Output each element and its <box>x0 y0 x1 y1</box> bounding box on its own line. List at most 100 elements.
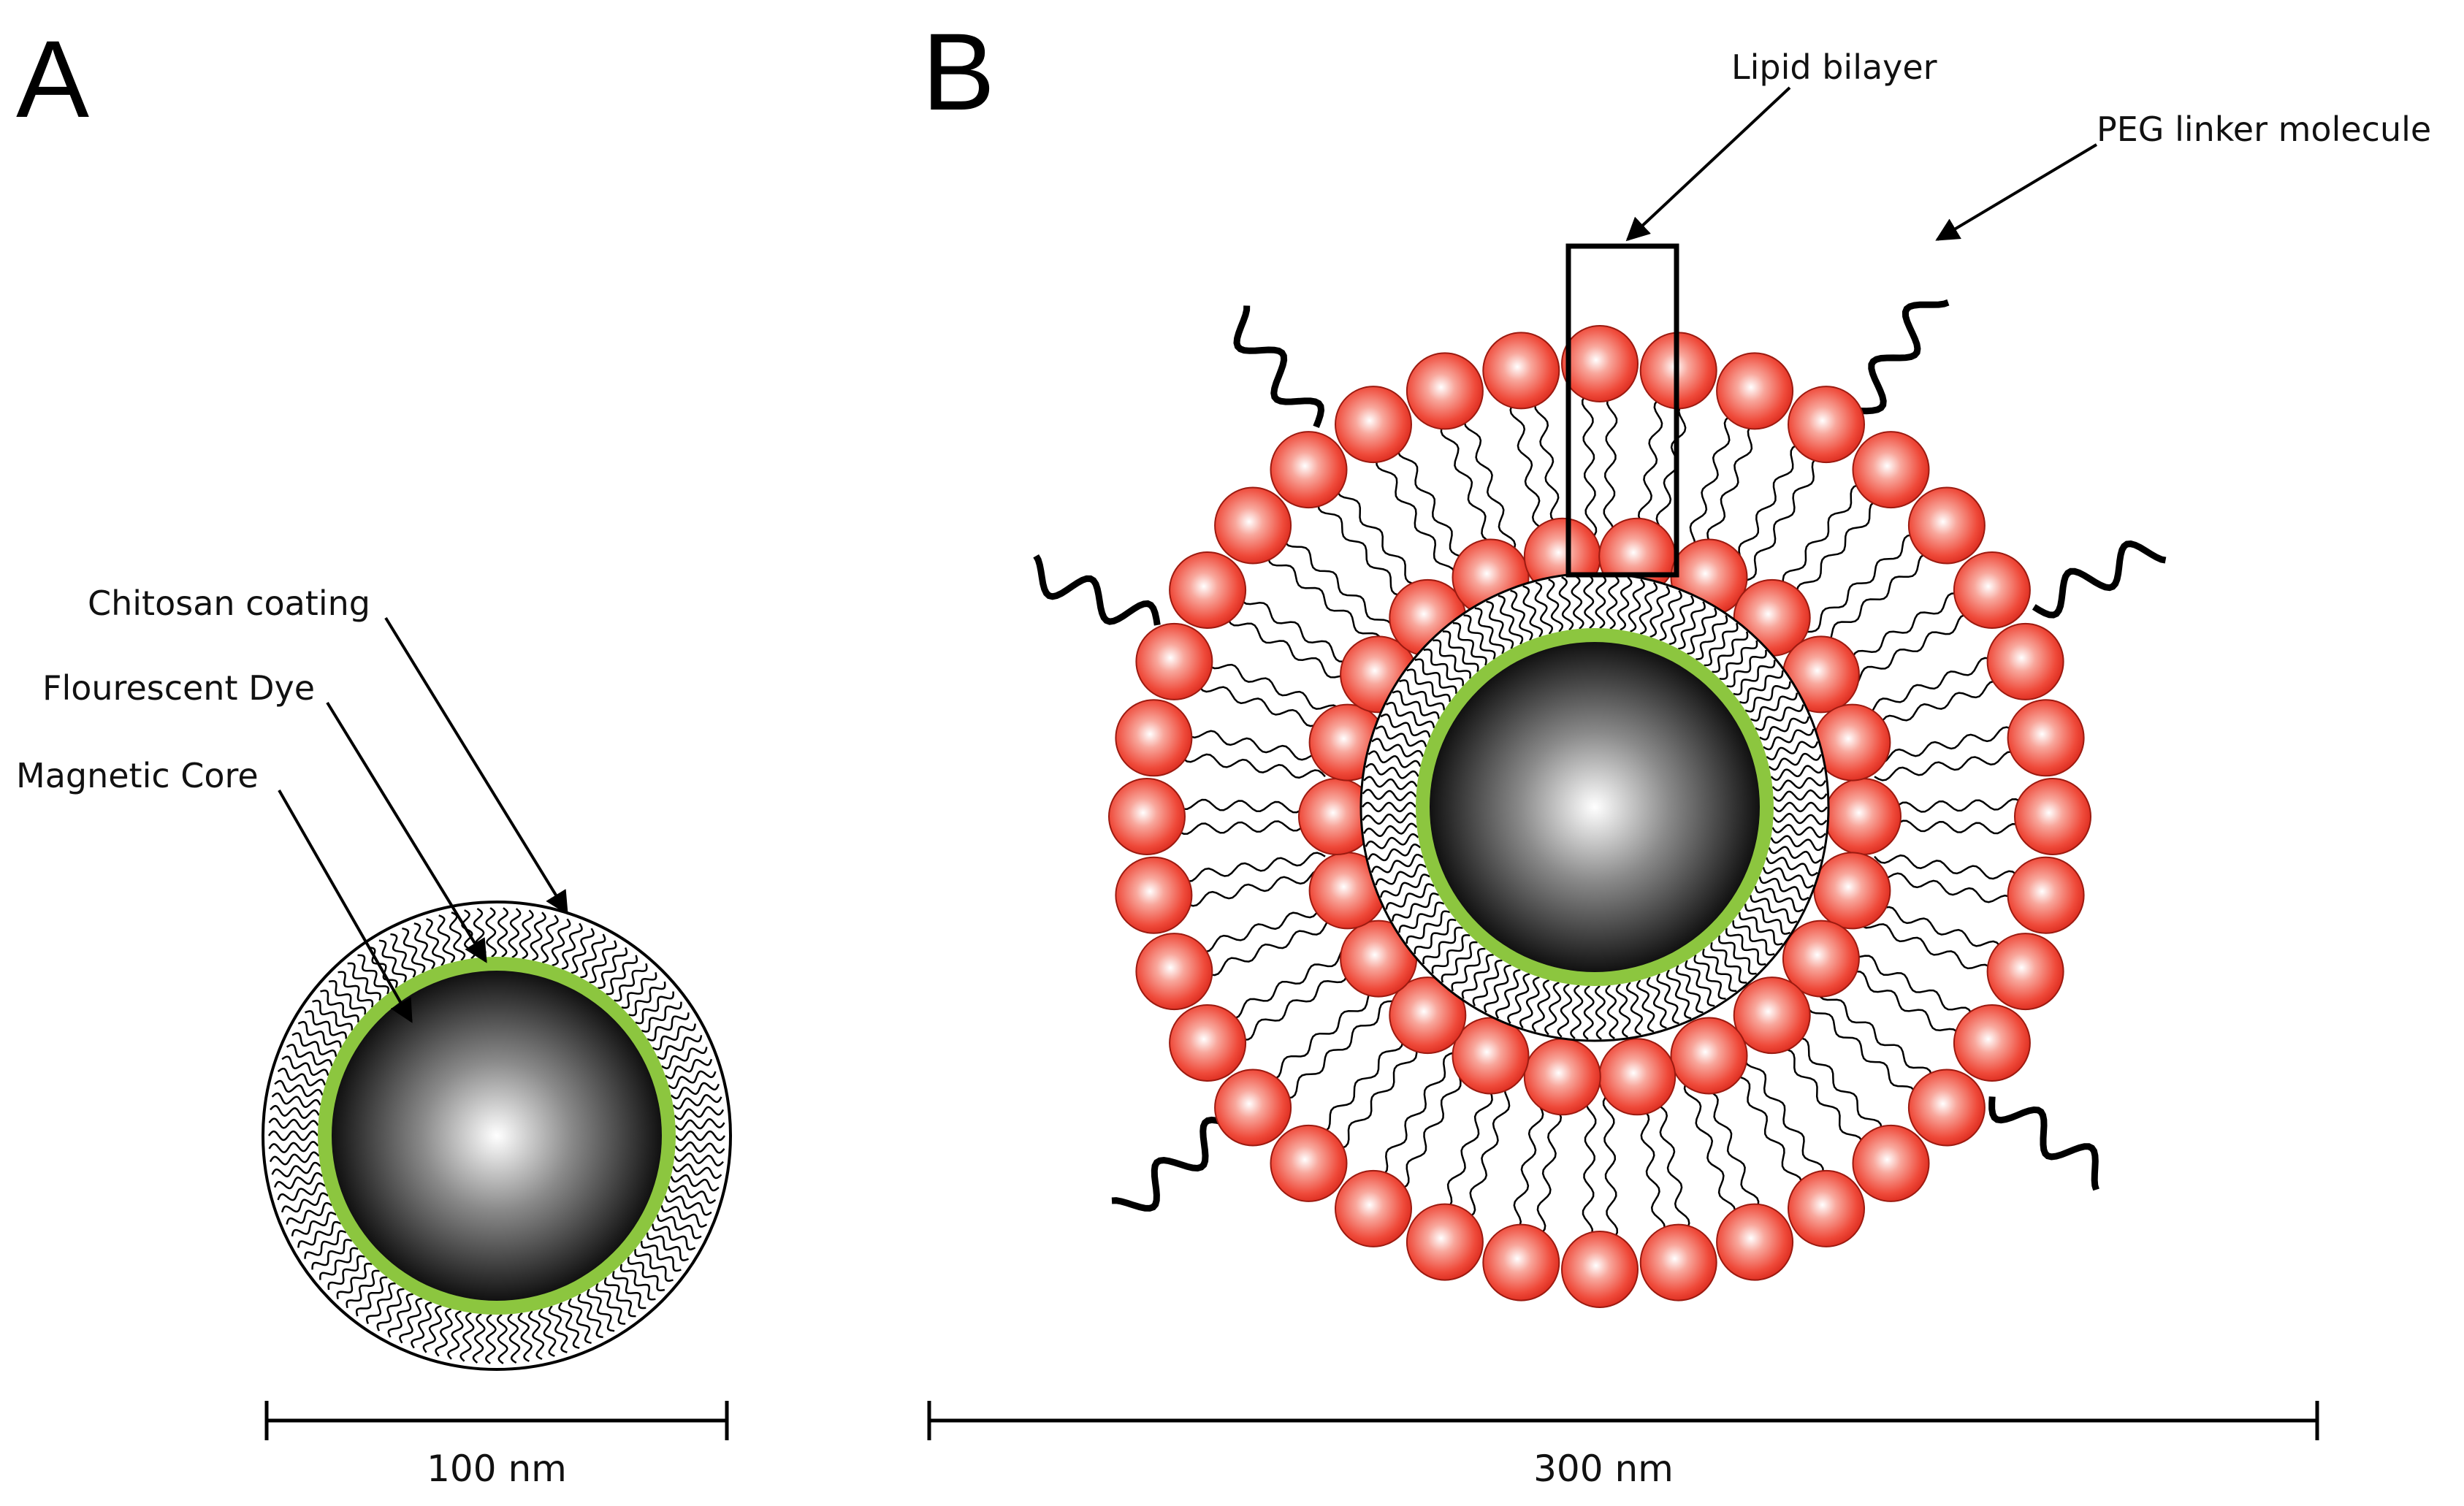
chitosan-chain <box>667 1185 717 1204</box>
chitosan-chain <box>390 933 416 978</box>
chitosan-chain <box>640 1241 682 1272</box>
lipid-head <box>1115 856 1193 934</box>
chitosan-chain <box>1719 640 1758 680</box>
chitosan-chain <box>652 1223 696 1251</box>
chitosan-chain <box>670 1082 720 1100</box>
lipid-tail <box>1877 798 2024 814</box>
chitosan-chain <box>1685 960 1715 1007</box>
chitosan-chain <box>665 1058 713 1079</box>
lipid-tail <box>1806 1001 1918 1099</box>
chitosan-chain <box>619 1264 656 1301</box>
chitosan-chain <box>1768 752 1822 771</box>
chitosan-chain <box>1771 824 1826 838</box>
lipid-tail <box>1856 919 1994 974</box>
chitosan-chain <box>271 1092 321 1108</box>
lipid-head <box>1953 1004 2031 1082</box>
lipid-tail <box>1637 397 1663 543</box>
chitosan-chain <box>627 1256 665 1292</box>
lipid-head <box>1452 1017 1530 1095</box>
chitosan-chain <box>1472 959 1503 1006</box>
chitosan-chains <box>267 907 726 1364</box>
lipid-head <box>1561 1231 1639 1308</box>
lipid-head <box>1335 1169 1412 1247</box>
chitosan-chain <box>1461 953 1494 999</box>
chitosan-chain <box>568 1298 592 1345</box>
lipid-tail <box>1874 854 2020 880</box>
lipid-head <box>2007 856 2085 934</box>
chitosan-chain <box>1696 615 1728 661</box>
lipid-tail <box>1862 903 2003 950</box>
lipid-tail <box>1835 962 1961 1040</box>
chitosan-chain <box>558 1301 580 1349</box>
chitosan-chain <box>1668 595 1695 646</box>
chitosan-chain <box>1649 585 1671 638</box>
lipid-tail <box>1442 1073 1498 1211</box>
chitosan-chain <box>1733 660 1776 696</box>
lipid-tail <box>1238 593 1365 671</box>
outer-leaflet-tails <box>1175 392 2024 1241</box>
lipid-tail <box>1652 1088 1690 1232</box>
chitosan-chain <box>1594 985 1606 1040</box>
chitosan-chain <box>1732 920 1775 956</box>
chitosan-chain <box>1712 631 1749 673</box>
chitosan-chain <box>657 1035 703 1060</box>
arrow-chitosan <box>384 616 568 915</box>
arrow-bilayer <box>1625 86 1791 242</box>
chitosan-chain <box>661 1047 708 1070</box>
chitosan-chain <box>1531 979 1551 1033</box>
chitosan-chain <box>1423 649 1464 687</box>
chitosan-chain <box>589 940 617 984</box>
chitosan-chain <box>1675 965 1704 1014</box>
chitosan-chain <box>548 1305 568 1353</box>
peg-linker <box>1233 305 1325 429</box>
lipid-tail <box>1602 1093 1619 1241</box>
chitosan-chain <box>672 1094 722 1110</box>
lipid-tail <box>1282 534 1394 632</box>
chitosan-chain <box>268 1141 319 1154</box>
lipid-tail <box>1857 657 1994 717</box>
lipid-tail <box>1582 1093 1597 1241</box>
lipid-head <box>1523 1038 1601 1116</box>
lipid-tail <box>1745 455 1823 581</box>
lipid-tail <box>1513 1088 1544 1232</box>
chitosan-chain <box>635 991 674 1025</box>
lipid-head <box>1115 699 1193 777</box>
chitosan-chain <box>286 1201 332 1225</box>
chitosan-chain <box>598 947 628 990</box>
chitosan-chain <box>291 1212 337 1236</box>
chitosan-chain <box>646 1232 689 1261</box>
chitosan-chain <box>551 918 571 967</box>
lipid-head <box>1108 778 1186 855</box>
panel-b-letter: B <box>922 10 995 133</box>
chitosan-chain <box>1534 581 1553 635</box>
lipid-tail <box>1397 443 1471 573</box>
chitosan-chain <box>320 990 359 1023</box>
chitosan-chain <box>1544 981 1562 1036</box>
chitosan-chain <box>652 1023 696 1051</box>
chitosan-chain <box>496 1313 508 1364</box>
arrow-dye <box>326 701 487 963</box>
chitosan-chain <box>538 1308 557 1357</box>
panel-b-liposome <box>1033 243 2167 1308</box>
lipid-tail <box>1226 615 1357 686</box>
chitosan-chain <box>355 1276 388 1317</box>
lipid-tail <box>1686 413 1733 554</box>
lipid-head <box>1986 622 2064 700</box>
chitosan-chain <box>1365 833 1419 849</box>
chitosan-chain <box>571 928 595 974</box>
chitosan-chain <box>336 1262 373 1299</box>
chitosan-chain <box>1687 608 1717 655</box>
chitosan-chain <box>337 971 374 1008</box>
chitosan-chain <box>1507 973 1530 1024</box>
chitosan-chain <box>1744 903 1790 935</box>
outer-leaflet-heads <box>1108 325 2091 1308</box>
lipid-tail <box>1197 900 1337 953</box>
chitosan-chain <box>660 1205 708 1228</box>
lipid-tail <box>1466 1079 1514 1220</box>
chitosan-chain <box>674 1153 724 1167</box>
chitosan-chain <box>672 1163 722 1180</box>
lipid-tail <box>1871 726 2015 765</box>
lipid-tail <box>1534 397 1565 543</box>
chitosan-chain <box>1738 911 1783 946</box>
chitosan-chain <box>1399 679 1446 711</box>
